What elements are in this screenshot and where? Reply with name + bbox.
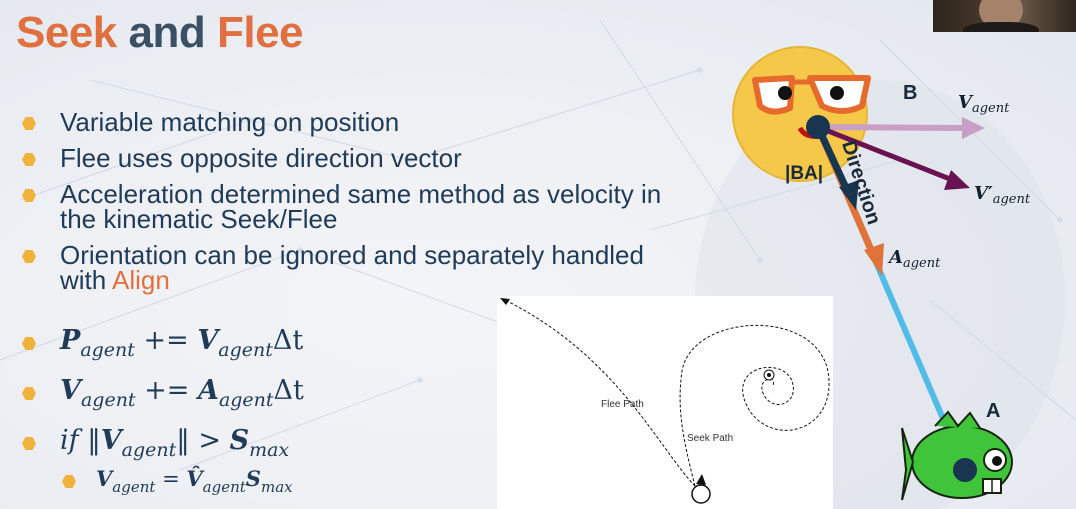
seek-flee-path-diagram: Flee Path Seek Path <box>497 296 833 509</box>
title-word-flee: Flee <box>216 8 304 57</box>
hexagon-bullet-icon <box>62 475 76 488</box>
glasses-smiley-icon <box>732 46 871 182</box>
flee-path <box>504 299 696 487</box>
point-b-label: B <box>903 82 918 104</box>
title-word-and: and <box>128 8 206 57</box>
webcam-thumbnail <box>933 0 1076 32</box>
seek-path <box>679 324 830 487</box>
bullet-item: Flee uses opposite direction vector <box>22 143 672 173</box>
fish-icon <box>901 410 1013 501</box>
distance-label: |BA| <box>785 163 824 184</box>
hexagon-bullet-icon <box>22 437 36 450</box>
velocity-prime-label: V′agent <box>974 183 1031 207</box>
velocity-label: Vagent <box>958 92 1010 116</box>
align-link-text: Align <box>112 265 170 295</box>
flee-path-label: Flee Path <box>601 399 644 410</box>
equation-position-update: Pagent += VagentΔt <box>22 325 304 375</box>
bullet-text: Acceleration determined same method as v… <box>60 179 662 234</box>
bullet-list: Variable matching on position Flee uses … <box>22 107 672 304</box>
point-a-label: A <box>986 400 1001 422</box>
title-word-seek: Seek <box>16 8 117 57</box>
bullet-text: Flee uses opposite direction vector <box>60 143 462 173</box>
agent-start-icon <box>691 484 711 504</box>
flee-arrowhead-icon <box>500 298 510 305</box>
equation-speed-clamp: Vagent = V̂agentSmax <box>62 466 293 502</box>
hexagon-bullet-icon <box>22 117 36 130</box>
hexagon-bullet-icon <box>22 387 36 400</box>
bullet-text: Variable matching on position <box>60 107 400 137</box>
acceleration-label: Aagent <box>889 247 941 271</box>
equation-speed-clamp-condition: if ‖Vagent‖ > Smax <box>22 425 304 475</box>
seek-path-label: Seek Path <box>687 433 734 444</box>
presenter-shirt <box>963 22 1039 32</box>
hexagon-bullet-icon <box>22 337 36 350</box>
bullet-item: Acceleration determined same method as v… <box>22 179 672 234</box>
equation-list: Pagent += VagentΔt Vagent += AagentΔt if… <box>22 325 304 475</box>
agent-heading-icon <box>696 474 706 485</box>
slide-title: Seek and Flee <box>16 8 304 58</box>
bullet-text: Orientation can be ignored and separatel… <box>60 240 644 295</box>
bullet-item: Variable matching on position <box>22 107 672 137</box>
bullet-item: Orientation can be ignored and separatel… <box>22 240 672 295</box>
hexagon-bullet-icon <box>22 153 36 166</box>
equation-velocity-update: Vagent += AagentΔt <box>22 375 304 425</box>
hexagon-bullet-icon <box>22 250 36 263</box>
hexagon-bullet-icon <box>22 189 36 202</box>
